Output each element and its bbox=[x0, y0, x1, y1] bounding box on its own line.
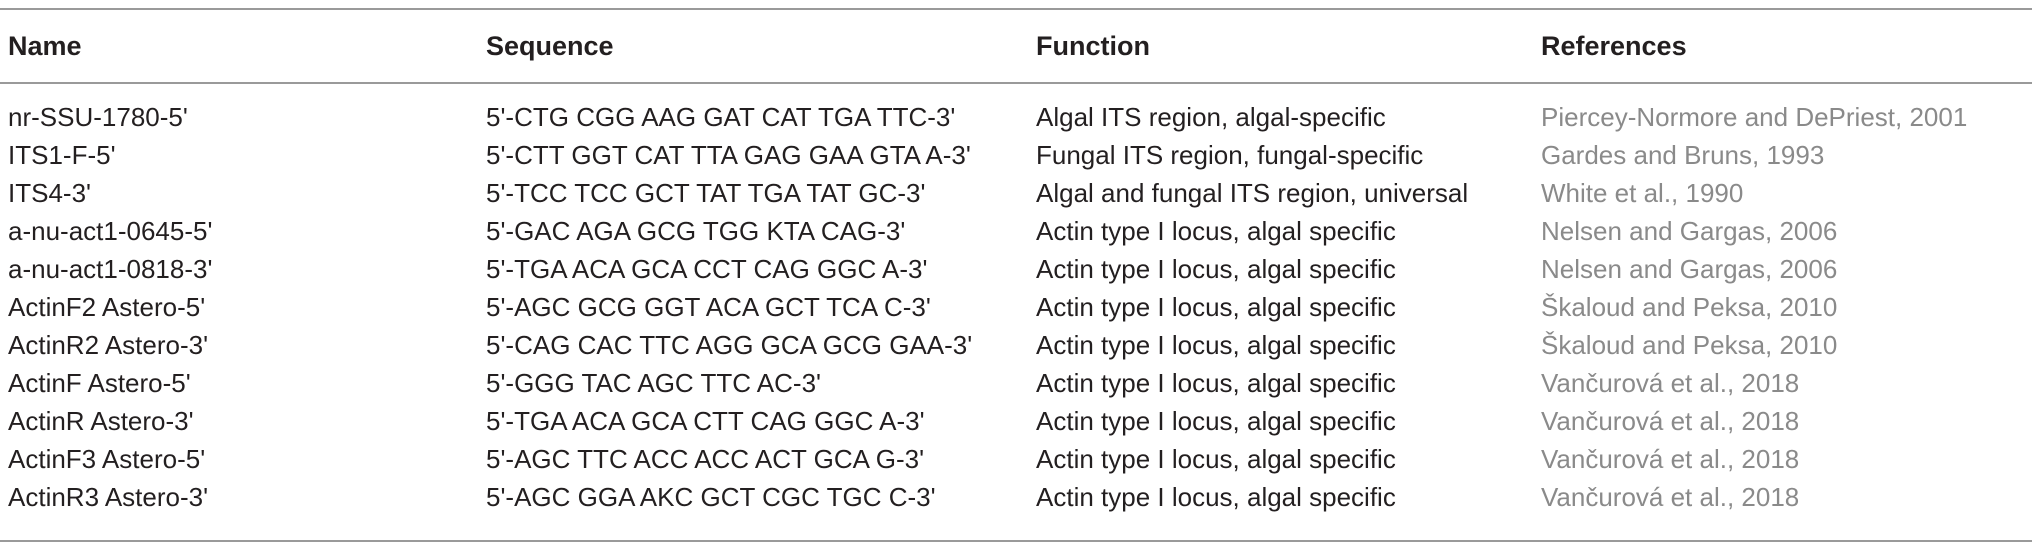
cell-name: ITS1-F-5' bbox=[8, 139, 116, 170]
cell-sequence: 5'-CTG CGG AAG GAT CAT TGA TTC-3' bbox=[486, 101, 956, 132]
cell-function: Actin type I locus, algal specific bbox=[1036, 367, 1396, 398]
cell-sequence: 5'-AGC TTC ACC ACC ACT GCA G-3' bbox=[486, 443, 925, 474]
table-row: a-nu-act1-0645-5' 5'-GAC AGA GCG TGG KTA… bbox=[0, 212, 2032, 250]
cell-reference-link[interactable]: Vančurová et al., 2018 bbox=[1541, 443, 1800, 474]
cell-sequence: 5'-TGA ACA GCA CTT CAG GGC A-3' bbox=[486, 405, 925, 436]
cell-function: Fungal ITS region, fungal-specific bbox=[1036, 139, 1424, 170]
cell-name: ITS4-3' bbox=[8, 177, 91, 208]
cell-name: ActinR2 Astero-3' bbox=[8, 329, 209, 360]
cell-reference-link[interactable]: White et al., 1990 bbox=[1541, 177, 1744, 208]
header-function: Function bbox=[1036, 30, 1150, 61]
cell-name: ActinF Astero-5' bbox=[8, 367, 191, 398]
cell-sequence: 5'-GGG TAC AGC TTC AC-3' bbox=[486, 367, 821, 398]
table-body: nr-SSU-1780-5' 5'-CTG CGG AAG GAT CAT TG… bbox=[0, 83, 2032, 516]
cell-name: ActinR Astero-3' bbox=[8, 405, 194, 436]
table-row: ActinR3 Astero-3' 5'-AGC GGA AKC GCT CGC… bbox=[0, 478, 2032, 516]
table-row: a-nu-act1-0818-3' 5'-TGA ACA GCA CCT CAG… bbox=[0, 250, 2032, 288]
cell-function: Algal and fungal ITS region, universal bbox=[1036, 177, 1469, 208]
cell-reference-link[interactable]: Gardes and Bruns, 1993 bbox=[1541, 139, 1825, 170]
table-row: ITS1-F-5' 5'-CTT GGT CAT TTA GAG GAA GTA… bbox=[0, 136, 2032, 174]
cell-reference-link[interactable]: Škaloud and Peksa, 2010 bbox=[1541, 329, 1838, 360]
cell-name: ActinF2 Astero-5' bbox=[8, 291, 206, 322]
cell-name: a-nu-act1-0818-3' bbox=[8, 253, 213, 284]
header-sequence: Sequence bbox=[486, 30, 614, 61]
cell-reference-link[interactable]: Škaloud and Peksa, 2010 bbox=[1541, 291, 1838, 322]
cell-sequence: 5'-TCC TCC GCT TAT TGA TAT GC-3' bbox=[486, 177, 926, 208]
cell-function: Actin type I locus, algal specific bbox=[1036, 405, 1396, 436]
header-references: References bbox=[1541, 30, 1687, 61]
cell-name: nr-SSU-1780-5' bbox=[8, 101, 188, 132]
cell-reference-link[interactable]: Vančurová et al., 2018 bbox=[1541, 367, 1800, 398]
cell-function: Algal ITS region, algal-specific bbox=[1036, 101, 1386, 132]
table-row: ActinR Astero-3' 5'-TGA ACA GCA CTT CAG … bbox=[0, 402, 2032, 440]
primer-table: Name Sequence Function References nr-SSU… bbox=[0, 8, 2032, 516]
cell-reference-link[interactable]: Nelsen and Gargas, 2006 bbox=[1541, 215, 1838, 246]
table-bottom-rule bbox=[0, 540, 2032, 542]
table-row: ITS4-3' 5'-TCC TCC GCT TAT TGA TAT GC-3'… bbox=[0, 174, 2032, 212]
header-row: Name Sequence Function References bbox=[0, 9, 2032, 83]
cell-function: Actin type I locus, algal specific bbox=[1036, 481, 1396, 512]
cell-function: Actin type I locus, algal specific bbox=[1036, 443, 1396, 474]
table-row: nr-SSU-1780-5' 5'-CTG CGG AAG GAT CAT TG… bbox=[0, 98, 2032, 136]
cell-function: Actin type I locus, algal specific bbox=[1036, 291, 1396, 322]
cell-function: Actin type I locus, algal specific bbox=[1036, 215, 1396, 246]
cell-function: Actin type I locus, algal specific bbox=[1036, 329, 1396, 360]
cell-sequence: 5'-TGA ACA GCA CCT CAG GGC A-3' bbox=[486, 253, 928, 284]
table-row: ActinF3 Astero-5' 5'-AGC TTC ACC ACC ACT… bbox=[0, 440, 2032, 478]
table-row: ActinF2 Astero-5' 5'-AGC GCG GGT ACA GCT… bbox=[0, 288, 2032, 326]
cell-name: ActinR3 Astero-3' bbox=[8, 481, 209, 512]
header-spacer bbox=[0, 83, 2032, 98]
cell-reference-link[interactable]: Vančurová et al., 2018 bbox=[1541, 481, 1800, 512]
cell-function: Actin type I locus, algal specific bbox=[1036, 253, 1396, 284]
cell-sequence: 5'-CTT GGT CAT TTA GAG GAA GTA A-3' bbox=[486, 139, 971, 170]
header-name: Name bbox=[8, 30, 82, 61]
cell-name: a-nu-act1-0645-5' bbox=[8, 215, 213, 246]
cell-sequence: 5'-GAC AGA GCG TGG KTA CAG-3' bbox=[486, 215, 906, 246]
cell-sequence: 5'-AGC GGA AKC GCT CGC TGC C-3' bbox=[486, 481, 936, 512]
table-header: Name Sequence Function References bbox=[0, 9, 2032, 83]
cell-reference-link[interactable]: Vančurová et al., 2018 bbox=[1541, 405, 1800, 436]
cell-sequence: 5'-AGC GCG GGT ACA GCT TCA C-3' bbox=[486, 291, 931, 322]
table-row: ActinF Astero-5' 5'-GGG TAC AGC TTC AC-3… bbox=[0, 364, 2032, 402]
cell-reference-link[interactable]: Nelsen and Gargas, 2006 bbox=[1541, 253, 1838, 284]
cell-sequence: 5'-CAG CAC TTC AGG GCA GCG GAA-3' bbox=[486, 329, 973, 360]
cell-name: ActinF3 Astero-5' bbox=[8, 443, 206, 474]
table-row: ActinR2 Astero-3' 5'-CAG CAC TTC AGG GCA… bbox=[0, 326, 2032, 364]
cell-reference-link[interactable]: Piercey-Normore and DePriest, 2001 bbox=[1541, 101, 1968, 132]
